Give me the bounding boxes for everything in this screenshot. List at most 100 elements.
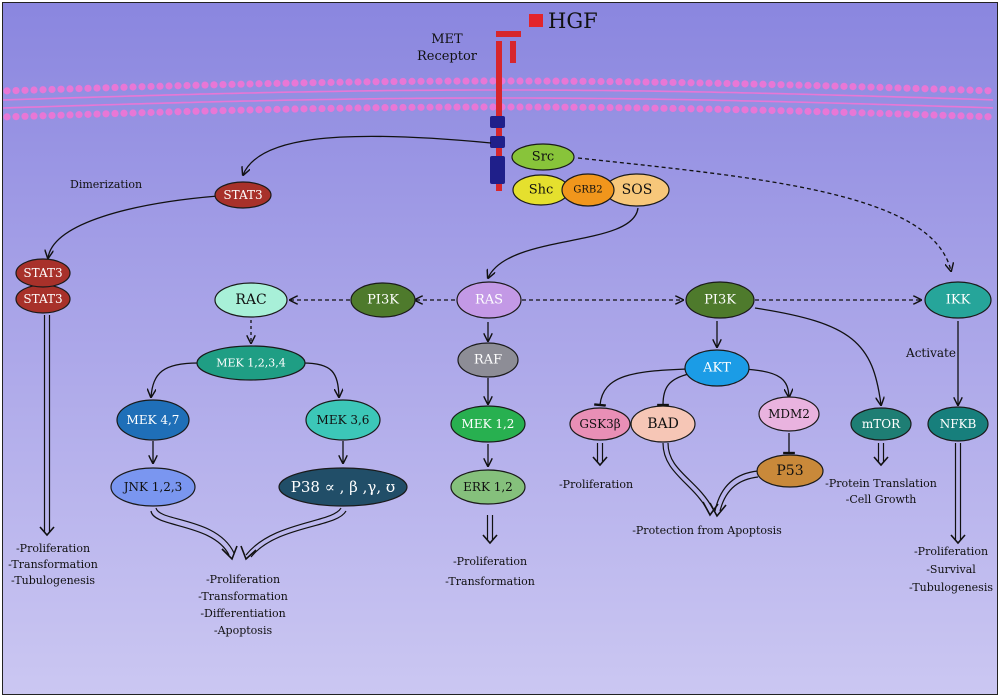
membrane-lipid-bead <box>732 106 740 114</box>
membrane-lipid-bead <box>246 106 254 114</box>
membrane-lipid-bead <box>633 104 641 112</box>
membrane-lipid-bead <box>768 80 776 89</box>
membrane-lipid-bead <box>12 86 20 95</box>
node-erk12-shape <box>450 469 526 505</box>
membrane-lipid-bead <box>381 78 389 86</box>
membrane-lipid-bead <box>48 111 56 120</box>
outcome-mapk-item: -Proliferation <box>206 573 280 586</box>
jnk-outcome-arrow-head <box>221 545 238 561</box>
node-mek47-label: MEK 4,7 <box>127 413 180 427</box>
membrane-lipid-bead <box>228 80 236 88</box>
node-gsk3b-shape <box>569 407 631 441</box>
node-mtor-label: mTOR <box>862 417 901 431</box>
membrane-lipid-bead <box>624 104 632 112</box>
membrane-lipid-bead <box>516 103 524 111</box>
membrane-lipid-bead <box>453 77 461 85</box>
erk-outcome-arrow-head <box>482 534 498 545</box>
outcome-nfkb-item: -Proliferation <box>914 545 988 558</box>
node-mek12-label: MEK 1,2 <box>462 417 515 431</box>
membrane-lipid-bead <box>732 80 740 88</box>
membrane-lipid-bead <box>453 103 461 111</box>
membrane-lipid-bead <box>687 79 695 87</box>
node-rac-label: RAC <box>235 292 266 308</box>
membrane-lipid-bead <box>768 106 776 115</box>
node-pi3k-right: PI3K <box>685 281 755 319</box>
node-stat3-dimer-top: STAT3 <box>15 258 71 288</box>
membrane-lipid-bead <box>426 103 434 111</box>
membrane-lipid-bead <box>525 77 533 85</box>
membrane-lipid-bead <box>471 103 479 111</box>
membrane-lipid-bead <box>948 111 956 120</box>
membrane-lipid-bead <box>399 77 407 86</box>
node-nfkb-label: NFKB <box>940 417 977 431</box>
membrane-lipid-bead <box>129 109 137 117</box>
membrane-lipid-bead <box>372 78 380 86</box>
membrane-lipid-bead <box>894 110 902 118</box>
membrane-lipid-bead <box>885 110 893 118</box>
met-receptor <box>490 31 521 191</box>
node-jnk-label: JNK 1,2,3 <box>122 480 183 494</box>
membrane-lipid-bead <box>930 85 938 93</box>
membrane-lipid-bead <box>966 86 974 94</box>
membrane-lipid-bead <box>615 78 623 86</box>
node-mek36-label: MEK 3,6 <box>317 413 370 427</box>
membrane-lipid-bead <box>606 77 614 86</box>
erk-outcome-arrow <box>482 515 498 545</box>
membrane-lipid-bead <box>408 77 416 85</box>
receptor-head <box>496 31 521 37</box>
membrane-lipid-bead <box>831 82 839 90</box>
membrane-lipid-bead <box>543 77 551 85</box>
node-grb2-shape <box>561 173 615 207</box>
membrane-lipid-bead <box>570 77 578 85</box>
node-pi3k-left-shape <box>350 282 416 318</box>
membrane-lipid-bead <box>282 79 290 87</box>
membrane-lipid-bead <box>804 107 812 115</box>
outcome-labels: -Proliferation-Transformation-Tubulogene… <box>8 477 993 637</box>
node-akt: AKT <box>684 349 750 387</box>
node-raf: RAF <box>457 342 519 378</box>
membrane-lipid-bead <box>489 103 497 111</box>
membrane-lipid-bead <box>471 77 479 85</box>
membrane-lipid-bead <box>777 81 785 89</box>
membrane-lipid-bead <box>651 78 659 86</box>
membrane-lipid-bead <box>309 79 317 87</box>
membrane-lipid-bead <box>282 105 290 113</box>
node-sos-label: SOS <box>622 182 653 198</box>
membrane-lipid-bead <box>489 77 497 85</box>
membrane-lipid-bead <box>39 112 47 120</box>
membrane-lipid-bead <box>759 80 767 88</box>
membrane-lipid-bead <box>84 84 92 92</box>
node-bad: BAD <box>630 405 696 443</box>
membrane-lipid-bead <box>696 105 704 113</box>
p38-outcome-arrow-line <box>250 510 347 558</box>
membrane-lipid-bead <box>3 87 11 95</box>
membrane-lipid-bead <box>525 103 533 111</box>
membrane-lipid-bead <box>39 86 47 94</box>
membrane-lipid-bead <box>840 108 848 116</box>
membrane-lipid-bead <box>741 106 749 114</box>
membrane-lipid-bead <box>309 105 317 113</box>
membrane-lipid-bead <box>219 106 227 115</box>
membrane-lipid-bead <box>291 105 299 113</box>
p38-outcome-arrow-line <box>245 507 342 556</box>
membrane-lipid-bead <box>723 79 731 88</box>
cell-membrane <box>3 77 994 121</box>
membrane-lipid-bead <box>579 103 587 111</box>
gsk3b-outcome-arrow-head <box>592 456 608 467</box>
membrane-lipid-bead <box>714 105 722 113</box>
node-raf-label: RAF <box>474 353 502 368</box>
node-mdm2: MDM2 <box>758 396 820 432</box>
membrane-lipid-bead <box>912 84 920 93</box>
membrane-lipid-bead <box>408 103 416 111</box>
receptor-kinase-domain <box>490 116 505 128</box>
membrane-lipid-bead <box>129 83 137 91</box>
node-mek36: MEK 3,6 <box>305 399 381 441</box>
membrane-lipid-bead <box>651 104 659 112</box>
membrane-lipid-bead <box>3 113 11 121</box>
p53-outcome-arrow-head <box>709 502 727 518</box>
membrane-lipid-bead <box>966 112 974 120</box>
membrane-lipid-bead <box>867 83 875 91</box>
node-ikk: IKK <box>924 281 992 319</box>
membrane-lipid-bead <box>921 85 929 93</box>
membrane-lipid-bead <box>264 105 272 114</box>
